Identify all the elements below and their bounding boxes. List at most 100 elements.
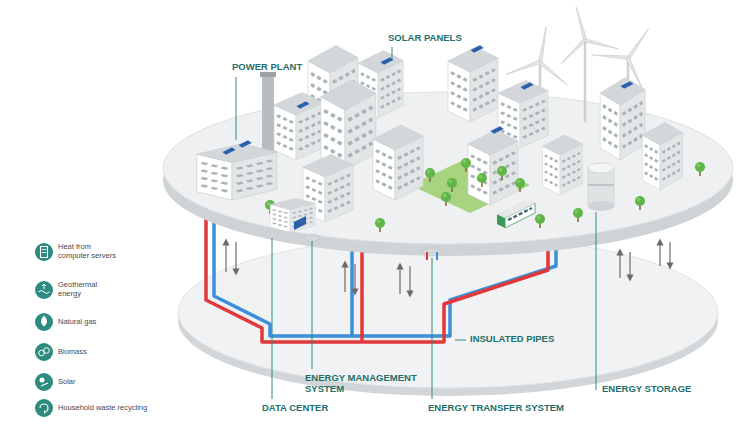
upper-disc: [163, 92, 733, 244]
legend-icon: [39, 291, 50, 294]
wind-turbine: [505, 60, 540, 76]
leader-line: [596, 212, 597, 390]
solar-panel: [490, 126, 504, 134]
wind-turbine: [592, 53, 628, 60]
solar-panel: [520, 82, 534, 90]
transfer-unit: [304, 235, 320, 242]
wind-turbine: [505, 21, 578, 87]
callout-label: ENERGY MANAGEMENT SYSTEM: [305, 373, 423, 395]
pipe-network: [350, 240, 354, 336]
legend-text: Household waste recycling: [58, 403, 147, 412]
energy-storage-tank: [588, 163, 614, 211]
city-building: [274, 46, 682, 223]
city-building: [600, 78, 645, 161]
lower-disc: [178, 236, 718, 388]
legend-icon: [41, 247, 48, 258]
tree: [461, 158, 471, 172]
legend-icon: [44, 348, 50, 354]
wind-turbine: [584, 40, 587, 122]
upper-disc: [163, 92, 733, 256]
power-plant: [197, 72, 277, 200]
tree: [265, 158, 705, 232]
legend-icon: [41, 383, 48, 386]
legend-icon: [42, 252, 47, 253]
legend-icon: [35, 399, 53, 417]
legend-item: Biomass: [58, 348, 148, 357]
callout-label: SOLAR PANELS: [388, 33, 462, 44]
city-building: [274, 93, 324, 161]
tree: [515, 178, 525, 192]
flow-arrow: [226, 242, 670, 294]
wind-turbine: [539, 26, 549, 62]
legend-icon: [44, 410, 46, 414]
tree: [447, 178, 457, 192]
callout-label: ENERGY STORAGE: [602, 384, 691, 395]
energy-storage-tank: [588, 184, 614, 186]
power-plant: [260, 72, 276, 77]
energy-storage-tank: [588, 168, 614, 206]
flow-arrow: [235, 242, 236, 272]
flow-arrow: [344, 264, 345, 292]
flow-arrow: [409, 266, 410, 294]
legend-item: Heat from computer servers: [58, 243, 120, 260]
legend-text: Geothermal energy: [58, 280, 97, 298]
transfer-unit: [423, 248, 441, 256]
energy-storage-tank: [588, 163, 614, 173]
legend-text: Heat from computer servers: [58, 242, 116, 260]
legend-icon: [35, 373, 53, 391]
energy-storage-tank: [588, 201, 614, 211]
legend-text: Natural gas: [58, 317, 96, 326]
solar-panel: [296, 101, 310, 109]
wind-turbine: [590, 10, 674, 92]
tree: [635, 196, 645, 210]
leader-line: [392, 47, 393, 60]
legend-item: Natural gas: [58, 318, 148, 327]
transfer-unit: [426, 252, 428, 260]
legend-item: Geothermal energy: [58, 281, 103, 298]
legend-icon: [40, 378, 45, 383]
city-building: [448, 47, 498, 122]
callout-label: DATA CENTER: [262, 403, 328, 414]
city-building: [642, 123, 682, 191]
power-plant: [197, 144, 277, 200]
legend-item: Solar: [58, 378, 148, 387]
legend-icon: [41, 316, 47, 327]
solar-panel: [470, 45, 484, 53]
callout-label: ENERGY TRANSFER SYSTEM: [428, 403, 564, 414]
legend-icon: [42, 249, 47, 250]
legend-icon: [42, 284, 46, 289]
data-center: [270, 198, 315, 232]
legend-text: Solar: [58, 377, 76, 386]
callout-label: INSULATED PIPES: [470, 334, 554, 345]
legend-text: Biomass: [58, 347, 87, 356]
data-center: [270, 198, 315, 232]
transfer-unit: [304, 235, 441, 261]
pipe-network: [360, 240, 364, 342]
wind-turbine: [627, 28, 651, 59]
flow-arrow: [629, 252, 630, 278]
leader-line: [272, 238, 273, 399]
transfer-unit: [436, 252, 438, 260]
electric-bus: [497, 199, 535, 228]
leader-line: [455, 340, 466, 341]
power-plant: [222, 147, 236, 155]
wind-turbine: [575, 7, 587, 41]
legend-icon: [35, 281, 53, 299]
city-building: [468, 130, 518, 205]
solar-panel: [296, 45, 634, 134]
lower-disc: [178, 236, 718, 396]
electric-bus: [508, 208, 532, 220]
data-center: [294, 216, 306, 230]
legend-icon: [35, 243, 53, 261]
tree: [573, 208, 583, 222]
leader-line: [312, 241, 313, 369]
leader-line: [432, 258, 433, 399]
wind-turbine: [584, 39, 618, 51]
flow-arrow: [399, 266, 400, 294]
city-building: [542, 135, 582, 195]
flow-arrow: [225, 242, 226, 272]
tree: [535, 214, 545, 228]
tree: [425, 168, 435, 182]
flow-arrow: [659, 242, 660, 266]
tree: [477, 173, 487, 187]
